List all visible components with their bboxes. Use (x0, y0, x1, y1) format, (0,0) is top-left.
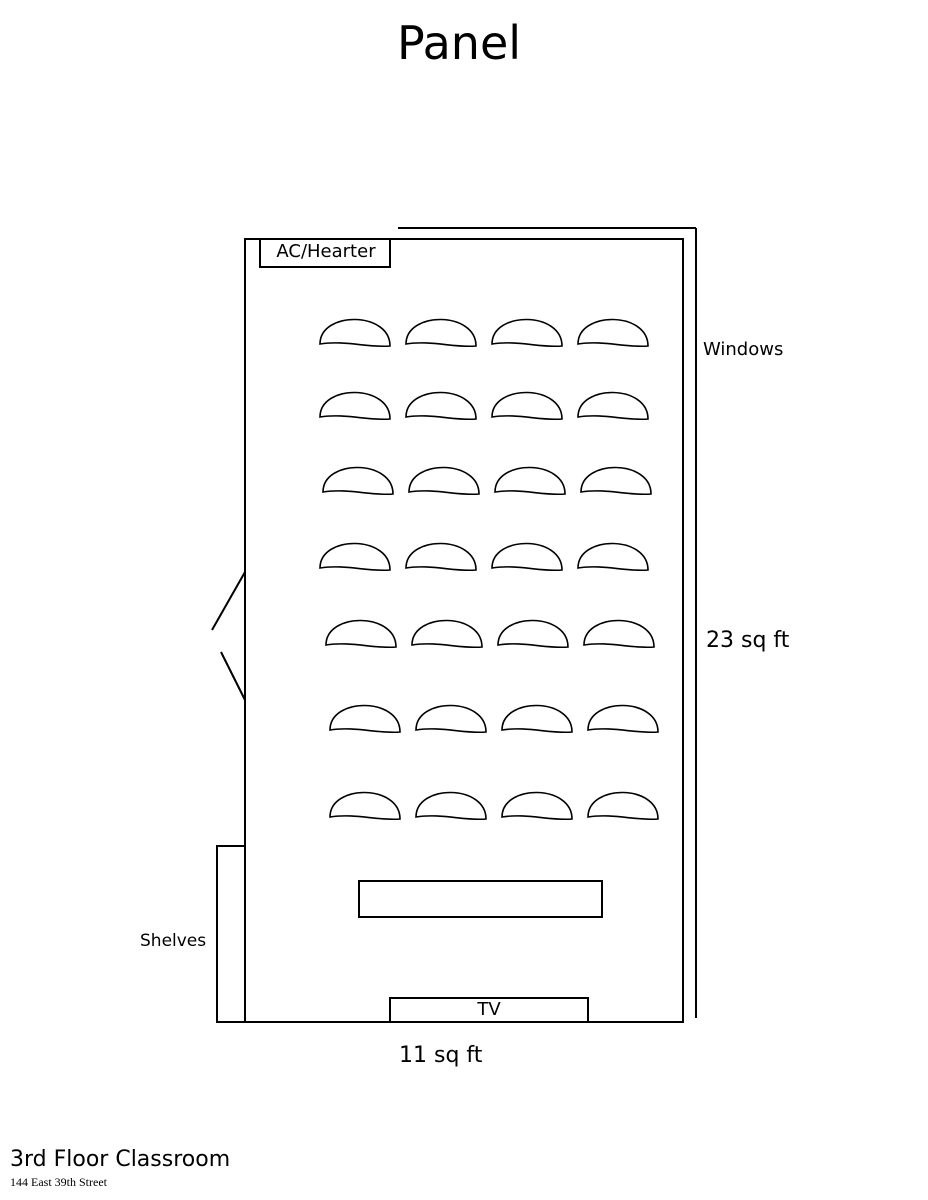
seat-r6-c2 (415, 704, 487, 734)
room-name: 3rd Floor Classroom (10, 1147, 231, 1172)
diagram-title: Panel (396, 16, 522, 70)
seat-r7-c1 (329, 791, 401, 821)
seat-r6-c3 (501, 704, 573, 734)
seat-r7-c2 (415, 791, 487, 821)
seat-r4-c4 (577, 542, 649, 572)
seat-r3-c2 (408, 466, 480, 496)
door-leaf-lower (220, 651, 246, 701)
seat-r4-c3 (491, 542, 563, 572)
seat-r4-c1 (319, 542, 391, 572)
door-leaf-upper (211, 571, 246, 631)
seat-r4-c2 (405, 542, 477, 572)
room-wall-outline (244, 238, 684, 1023)
seat-r1-c2 (405, 318, 477, 348)
tv-unit (389, 997, 589, 1023)
seat-r1-c1 (319, 318, 391, 348)
seat-r2-c1 (319, 391, 391, 421)
shelves-unit (216, 845, 246, 1023)
seat-r5-c2 (411, 619, 483, 649)
seat-r2-c4 (577, 391, 649, 421)
seat-r5-c1 (325, 619, 397, 649)
seat-r3-c1 (322, 466, 394, 496)
seat-r5-c3 (497, 619, 569, 649)
room-width-label: 11 sq ft (399, 1043, 483, 1068)
room-address: 144 East 39th Street (10, 1175, 107, 1189)
seat-r1-c4 (577, 318, 649, 348)
windows-label: Windows (703, 339, 784, 360)
shelves-label: Shelves (140, 931, 207, 951)
seat-r1-c3 (491, 318, 563, 348)
ac-heater-unit (259, 238, 391, 268)
seat-r2-c2 (405, 391, 477, 421)
ac-heater-label: AC/Hearter (276, 241, 376, 262)
seat-r6-c1 (329, 704, 401, 734)
seat-r5-c4 (583, 619, 655, 649)
seat-r7-c4 (587, 791, 659, 821)
seat-r3-c4 (580, 466, 652, 496)
room-length-label: 23 sq ft (706, 628, 790, 653)
seat-r7-c3 (501, 791, 573, 821)
seat-r6-c4 (587, 704, 659, 734)
tv-label: TV (477, 999, 501, 1020)
front-table (358, 880, 603, 918)
seat-r3-c3 (494, 466, 566, 496)
seat-r2-c3 (491, 391, 563, 421)
